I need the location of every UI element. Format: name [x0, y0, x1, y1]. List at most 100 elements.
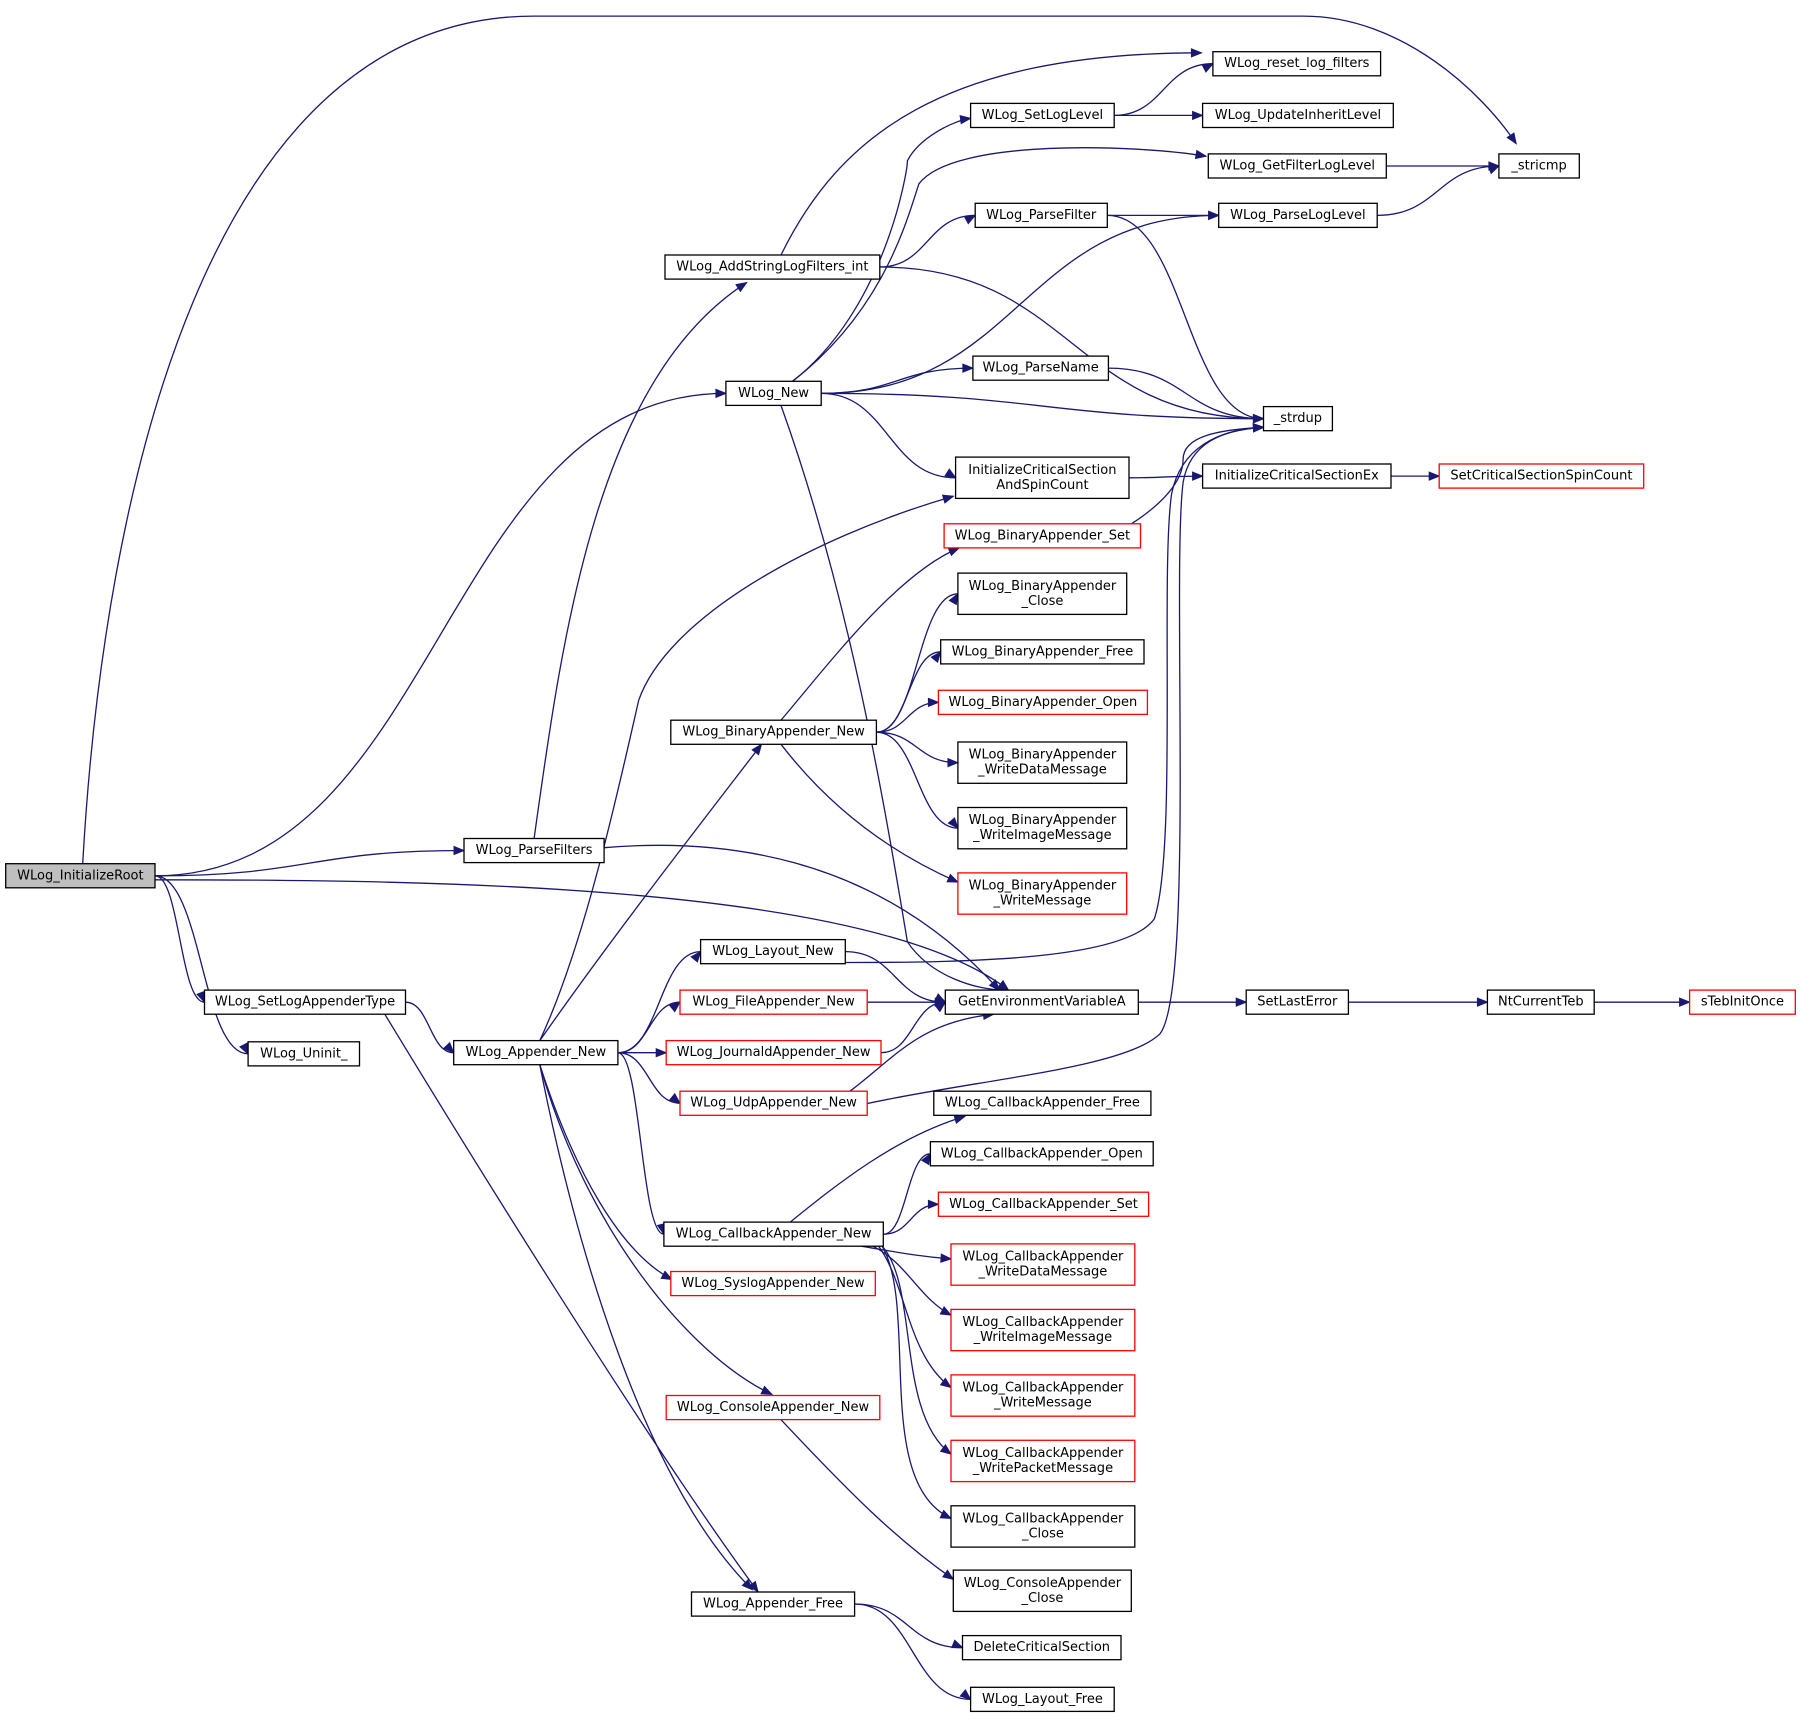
node-box-binwriteimage[interactable]: [957, 806, 1128, 850]
node-box-initcsspin[interactable]: [954, 456, 1130, 500]
node-box-ntcurrentteb[interactable]: [1486, 989, 1595, 1015]
node-binwriteimage[interactable]: WLog_BinaryAppender_WriteImageMessage: [957, 806, 1128, 850]
node-setlogappendertype[interactable]: WLog_SetLogAppenderType: [203, 989, 407, 1015]
node-box-new[interactable]: [725, 380, 822, 407]
node-consolenew[interactable]: WLog_ConsoleAppender_New: [665, 1394, 881, 1421]
node-cbfree[interactable]: WLog_CallbackAppender_Free: [933, 1090, 1152, 1116]
node-callbacknew[interactable]: WLog_CallbackAppender_New: [663, 1221, 884, 1247]
node-box-parsefilters[interactable]: [463, 837, 605, 864]
node-root[interactable]: WLog_InitializeRoot: [5, 863, 156, 889]
node-binset[interactable]: WLog_BinaryAppender_Set: [943, 523, 1142, 549]
node-box-binwritedata[interactable]: [957, 741, 1128, 784]
node-binclose[interactable]: WLog_BinaryAppender_Close: [957, 572, 1128, 616]
node-parseloglevel[interactable]: WLog_ParseLogLevel: [1218, 202, 1378, 229]
node-box-resetfilters[interactable]: [1212, 51, 1382, 77]
node-binwritedata[interactable]: WLog_BinaryAppender_WriteDataMessage: [957, 741, 1128, 784]
node-box-binset[interactable]: [943, 523, 1142, 549]
node-box-syslognew[interactable]: [670, 1270, 876, 1297]
node-box-cbwritemsg[interactable]: [950, 1374, 1136, 1417]
node-new[interactable]: WLog_New: [725, 380, 822, 407]
node-setloglevel[interactable]: WLog_SetLogLevel: [969, 102, 1115, 129]
node-getenv[interactable]: GetEnvironmentVariableA: [944, 989, 1139, 1015]
node-box-cbset[interactable]: [937, 1191, 1150, 1217]
node-box-addstring[interactable]: [664, 254, 881, 280]
node-box-stebinit[interactable]: [1688, 989, 1796, 1015]
node-binwritemsg[interactable]: WLog_BinaryAppender_WriteMessage: [957, 872, 1128, 915]
node-box-callbacknew[interactable]: [663, 1221, 884, 1247]
node-cbclose[interactable]: WLog_CallbackAppender_Close: [950, 1505, 1136, 1548]
node-box-parseloglevel[interactable]: [1218, 202, 1378, 229]
node-box-journaldnew[interactable]: [665, 1039, 882, 1066]
node-box-initcsex[interactable]: [1201, 463, 1392, 489]
node-ntcurrentteb[interactable]: NtCurrentTeb: [1486, 989, 1595, 1015]
node-setlasterror[interactable]: SetLastError: [1245, 989, 1350, 1015]
node-box-appenderfree[interactable]: [690, 1591, 856, 1617]
node-box-setlogappendertype[interactable]: [203, 989, 407, 1015]
node-box-cbclose[interactable]: [950, 1505, 1136, 1548]
node-initcsex[interactable]: InitializeCriticalSectionEx: [1201, 463, 1392, 489]
node-box-layoutnew[interactable]: [699, 938, 846, 965]
node-syslognew[interactable]: WLog_SyslogAppender_New: [670, 1270, 876, 1297]
node-parsename[interactable]: WLog_ParseName: [972, 355, 1110, 381]
node-box-cbfree[interactable]: [933, 1090, 1152, 1116]
node-binfree[interactable]: WLog_BinaryAppender_Free: [940, 639, 1145, 665]
node-layoutnew[interactable]: WLog_Layout_New: [699, 938, 846, 965]
node-box-setcsspin[interactable]: [1438, 463, 1645, 489]
node-setcsspin[interactable]: SetCriticalSectionSpinCount: [1438, 463, 1645, 489]
node-appenderfree[interactable]: WLog_Appender_Free: [690, 1591, 856, 1617]
node-box-binfree[interactable]: [940, 639, 1145, 665]
node-getfilterloglevel[interactable]: WLog_GetFilterLogLevel: [1207, 153, 1387, 179]
node-box-uninit[interactable]: [247, 1041, 361, 1067]
node-box-setlasterror[interactable]: [1245, 989, 1350, 1015]
node-strdup[interactable]: _strdup: [1262, 405, 1334, 432]
node-box-udpnew[interactable]: [679, 1090, 868, 1116]
node-uninit[interactable]: WLog_Uninit_: [247, 1041, 361, 1067]
node-stricmp[interactable]: _stricmp: [1498, 153, 1580, 179]
node-box-setloglevel[interactable]: [969, 102, 1115, 129]
node-cbopen[interactable]: WLog_CallbackAppender_Open: [929, 1141, 1154, 1167]
node-box-strdup[interactable]: [1262, 405, 1334, 432]
node-updateinherit[interactable]: WLog_UpdateInheritLevel: [1201, 102, 1394, 129]
node-box-binnew[interactable]: [670, 719, 878, 745]
node-box-root[interactable]: [5, 863, 156, 889]
node-box-filenew[interactable]: [679, 989, 868, 1015]
node-cbwritemsg[interactable]: WLog_CallbackAppender_WriteMessage: [950, 1374, 1136, 1417]
node-box-appendernew[interactable]: [453, 1039, 619, 1066]
node-appendernew[interactable]: WLog_Appender_New: [453, 1039, 619, 1066]
node-box-parsename[interactable]: [972, 355, 1110, 381]
node-parsefilters[interactable]: WLog_ParseFilters: [463, 837, 605, 864]
node-cbset[interactable]: WLog_CallbackAppender_Set: [937, 1191, 1150, 1217]
node-binopen[interactable]: WLog_BinaryAppender_Open: [937, 689, 1149, 716]
node-consoleclose[interactable]: WLog_ConsoleAppender_Close: [952, 1569, 1132, 1613]
node-box-getenv[interactable]: [944, 989, 1139, 1015]
node-binnew[interactable]: WLog_BinaryAppender_New: [670, 719, 878, 745]
node-box-binopen[interactable]: [937, 689, 1149, 716]
node-udpnew[interactable]: WLog_UdpAppender_New: [679, 1090, 868, 1116]
node-box-cbwriteimage[interactable]: [950, 1308, 1136, 1352]
node-addstring[interactable]: WLog_AddStringLogFilters_int: [664, 254, 881, 280]
node-parsefilter[interactable]: WLog_ParseFilter: [974, 202, 1108, 229]
node-box-parsefilter[interactable]: [974, 202, 1108, 229]
node-box-cbwritepacket[interactable]: [950, 1439, 1136, 1483]
node-box-deletecs[interactable]: [961, 1634, 1122, 1661]
node-box-stricmp[interactable]: [1498, 153, 1580, 179]
node-box-consolenew[interactable]: [665, 1394, 881, 1421]
node-box-updateinherit[interactable]: [1201, 102, 1394, 129]
node-cbwriteimage[interactable]: WLog_CallbackAppender_WriteImageMessage: [950, 1308, 1136, 1352]
node-cbwritedata[interactable]: WLog_CallbackAppender_WriteDataMessage: [950, 1243, 1136, 1286]
node-box-cbwritedata[interactable]: [950, 1243, 1136, 1286]
node-cbwritepacket[interactable]: WLog_CallbackAppender_WritePacketMessage: [950, 1439, 1136, 1483]
node-resetfilters[interactable]: WLog_reset_log_filters: [1212, 51, 1382, 77]
node-box-layoutfree[interactable]: [969, 1686, 1115, 1713]
node-deletecs[interactable]: DeleteCriticalSection: [961, 1634, 1122, 1661]
node-box-binclose[interactable]: [957, 572, 1128, 616]
node-box-cbopen[interactable]: [929, 1141, 1154, 1167]
node-layoutfree[interactable]: WLog_Layout_Free: [969, 1686, 1115, 1713]
node-filenew[interactable]: WLog_FileAppender_New: [679, 989, 868, 1015]
node-box-consoleclose[interactable]: [952, 1569, 1132, 1613]
node-box-binwritemsg[interactable]: [957, 872, 1128, 915]
node-box-getfilterloglevel[interactable]: [1207, 153, 1387, 179]
node-stebinit[interactable]: sTebInitOnce: [1688, 989, 1796, 1015]
node-journaldnew[interactable]: WLog_JournaldAppender_New: [665, 1039, 882, 1066]
